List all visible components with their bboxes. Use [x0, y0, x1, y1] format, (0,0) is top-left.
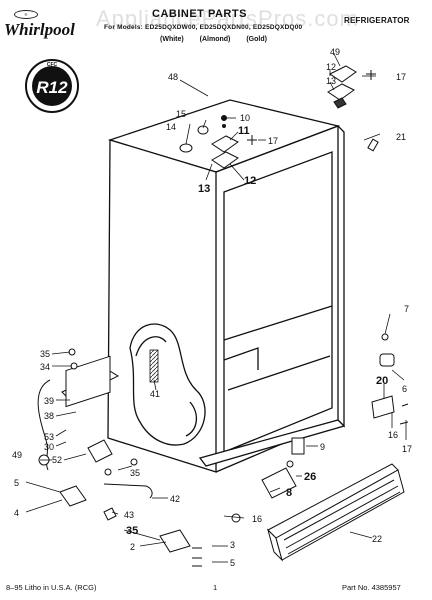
footer-print-info: 8–95 Litho in U.S.A. (RCG) — [6, 583, 97, 592]
models-line: For Models: ED25DQXDW00, ED25DQXDN00, ED… — [104, 24, 303, 31]
callout-4: 4 — [14, 508, 19, 518]
callout-17-right: 17 — [402, 444, 412, 454]
callout-35-bottom: 35 — [126, 525, 138, 537]
callout-43: 43 — [124, 510, 134, 520]
leader-lines — [25, 53, 407, 563]
callout-11: 11 — [238, 125, 250, 137]
callout-6: 6 — [402, 384, 407, 394]
callout-13: 13 — [326, 76, 336, 86]
callout-16: 16 — [388, 430, 398, 440]
callout-7: 7 — [404, 304, 409, 314]
color-variants: (White) (Almond) (Gold) — [160, 36, 267, 43]
callout-35-mid: 35 — [130, 468, 140, 478]
brand-logo: Whirlpool — [4, 20, 75, 39]
callout-3: 3 — [230, 540, 235, 550]
color-gold: (Gold) — [246, 36, 267, 43]
footer-part-number: Part No. 4385957 — [342, 583, 401, 592]
callout-17: 17 — [396, 72, 406, 82]
callout-34: 34 — [40, 362, 50, 372]
callout-10: 10 — [240, 113, 250, 123]
footer-page-number: 1 — [213, 583, 218, 592]
brand-registered-mark: ® — [14, 10, 38, 19]
callout-48: 48 — [168, 72, 178, 82]
product-category: REFRIGERATOR — [344, 16, 410, 25]
badge-label: R12 — [36, 78, 68, 97]
left-side-components — [37, 348, 202, 567]
r12-badge: R12 CFC — [25, 59, 79, 113]
watermark: AppliancePartsPros.com — [96, 6, 359, 31]
callout-42: 42 — [170, 494, 180, 504]
callout-15: 15 — [176, 109, 186, 119]
callout-12: 12 — [326, 62, 336, 72]
callout-13-front: 13 — [198, 183, 210, 195]
callout-labels: 48 49 12 13 17 15 14 10 11 17 13 12 21 7… — [12, 47, 412, 568]
right-bottom-components — [231, 333, 409, 562]
callout-49: 49 — [330, 47, 340, 57]
callout-2: 2 — [130, 542, 135, 552]
callout-53: 53 — [44, 432, 54, 442]
callout-52: 52 — [52, 455, 62, 465]
kickplate-grille — [267, 463, 405, 562]
callout-26: 26 — [304, 471, 316, 483]
callout-38: 38 — [44, 411, 54, 421]
callout-49-left: 49 — [12, 450, 22, 460]
callout-41: 41 — [150, 389, 160, 399]
callout-30: 30 — [44, 442, 54, 452]
callout-22: 22 — [372, 534, 382, 544]
callout-17-top: 17 — [268, 136, 278, 146]
color-almond: (Almond) — [199, 36, 231, 43]
top-hinge-parts — [179, 65, 379, 169]
callout-9: 9 — [320, 442, 325, 452]
callout-16-bottom: 16 — [252, 514, 262, 524]
callout-12-front: 12 — [244, 175, 256, 187]
diagram-title: CABINET PARTS — [152, 8, 247, 20]
callout-20: 20 — [376, 375, 388, 387]
cabinet-body — [107, 99, 346, 473]
callout-21: 21 — [396, 132, 406, 142]
callout-35: 35 — [40, 349, 50, 359]
callout-5: 5 — [14, 478, 19, 488]
callout-8: 8 — [286, 487, 292, 499]
color-white: (White) — [160, 36, 184, 43]
callout-39: 39 — [44, 396, 54, 406]
callout-5-bottom: 5 — [230, 558, 235, 568]
badge-arc-text: CFC — [47, 62, 58, 68]
callout-14: 14 — [166, 122, 176, 132]
